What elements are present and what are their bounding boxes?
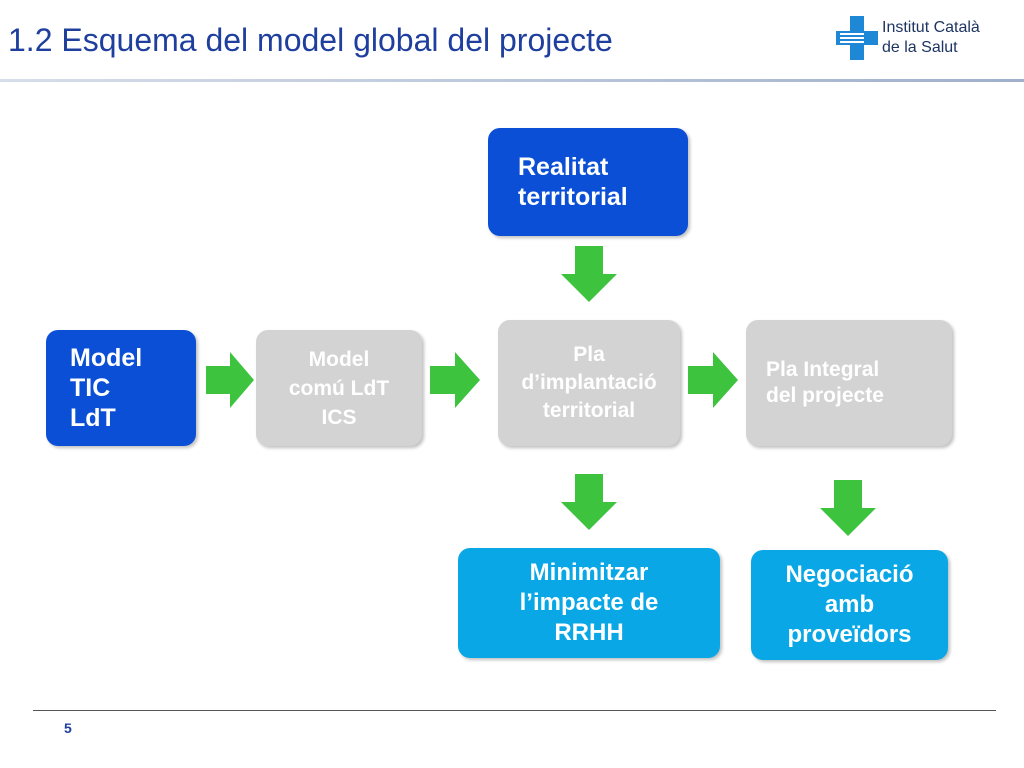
box-minimitzar-impacte: Minimitzar l’impacte de RRHH — [458, 548, 720, 658]
box-model-comu-line-3: ICS — [321, 405, 357, 429]
box-minimitzar-line-3: RRHH — [554, 619, 624, 646]
box-realitat-territorial: Realitat territorial — [488, 128, 688, 236]
box-negociacio-proveidors: Negociació amb proveïdors — [751, 550, 948, 660]
title-divider — [0, 79, 1024, 82]
arrow-down-icon — [561, 474, 617, 530]
page-title: 1.2 Esquema del model global del project… — [8, 22, 613, 58]
box-pla-implantacio-line-2: d’implantació — [521, 371, 657, 394]
box-negociacio-line-3: proveïdors — [787, 621, 912, 648]
box-model-tic-line-1: Model — [70, 344, 143, 372]
logo-text: Institut Català de la Salut — [882, 18, 980, 58]
box-model-comu: Model comú LdT ICS — [256, 330, 422, 446]
health-cross-icon — [836, 16, 878, 60]
institut-logo: Institut Català de la Salut — [836, 16, 1006, 64]
box-pla-implantacio: Pla d’implantació territorial — [498, 320, 680, 446]
box-minimitzar-line-1: Minimitzar — [529, 559, 649, 586]
logo-line-2: de la Salut — [882, 39, 958, 56]
box-model-tic-ldt: Model TIC LdT — [46, 330, 196, 446]
arrow-right-icon — [206, 352, 254, 408]
box-pla-implantacio-line-1: Pla — [573, 343, 605, 366]
box-model-comu-line-2: comú LdT — [288, 376, 390, 400]
box-realitat-line-1: Realitat — [518, 153, 609, 181]
box-model-tic-line-3: LdT — [70, 404, 116, 432]
page-number: 5 — [64, 720, 72, 736]
arrow-right-icon — [430, 352, 480, 408]
box-minimitzar-line-2: l’impacte de — [519, 589, 659, 616]
arrow-down-icon — [561, 246, 617, 302]
box-pla-integral: Pla Integral del projecte — [746, 320, 952, 446]
box-negociacio-line-2: amb — [824, 591, 875, 618]
box-pla-integral-line-1: Pla Integral — [766, 358, 880, 381]
box-negociacio-line-1: Negociació — [785, 561, 914, 588]
footer-divider — [33, 710, 996, 711]
box-pla-integral-line-2: del projecte — [766, 384, 884, 407]
arrow-right-icon — [688, 352, 738, 408]
box-pla-implantacio-line-3: territorial — [542, 399, 636, 422]
logo-line-1: Institut Català — [882, 19, 980, 36]
box-realitat-line-2: territorial — [518, 183, 628, 211]
box-model-comu-line-1: Model — [308, 347, 370, 371]
arrow-down-icon — [820, 480, 876, 536]
box-model-tic-line-2: TIC — [70, 374, 111, 402]
